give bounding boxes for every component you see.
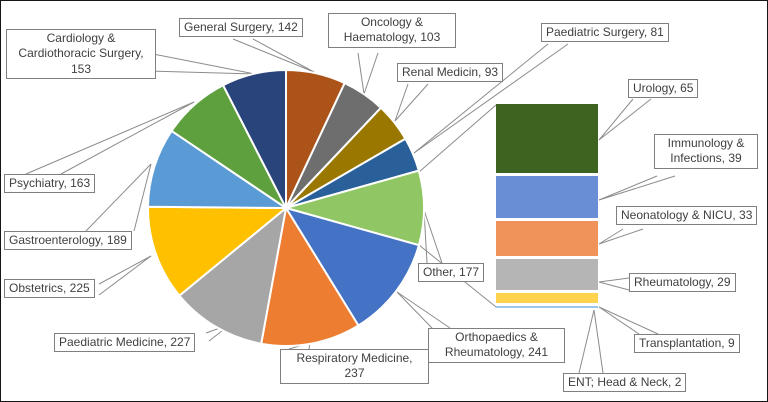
callout-renal-medicin: Renal Medicin, 93 xyxy=(397,63,504,83)
callout-paediatric-surgery: Paediatric Surgery, 81 xyxy=(541,23,669,43)
callout-respiratory-medicine: Respiratory Medicine, 237 xyxy=(280,349,429,384)
callout-urology: Urology, 65 xyxy=(628,79,699,99)
pie-slice-gastroenterology xyxy=(146,129,290,210)
pie-slice-orthopaedics-rheumatology xyxy=(283,206,421,327)
callout-general-surgery: General Surgery, 142 xyxy=(179,18,303,38)
callout-psychiatry: Psychiatry, 163 xyxy=(4,174,96,194)
other-breakdown-bar xyxy=(496,104,598,308)
series-line-top xyxy=(418,104,497,173)
callout-rheumatology: Rheumatology, 29 xyxy=(629,273,736,293)
pie-slice-respiratory-medicine xyxy=(260,205,360,347)
callout-gastroenterology: Gastroenterology, 189 xyxy=(4,231,132,251)
bar-segment-rheumatology xyxy=(496,259,598,291)
pie-slice-obstetrics xyxy=(146,205,289,298)
bar-segment-ent-head-neck xyxy=(496,305,598,308)
pie-slice-cardiology-cardiothoracic-surgery xyxy=(221,68,287,209)
callout-neonatology-nicu: Neonatology & NICU, 33 xyxy=(616,206,758,226)
callout-obstetrics: Obstetrics, 225 xyxy=(4,279,95,299)
callout-ent-head-neck: ENT; Head & Neck, 2 xyxy=(563,373,687,393)
callout-immunology-infections: Immunology & Infections, 39 xyxy=(654,134,758,169)
bar-segment-neonatology-nicu xyxy=(496,221,598,257)
callout-paediatric-medicine: Paediatric Medicine, 227 xyxy=(54,333,196,353)
callout-orthopaedics-rheumatology: Orthopaedics & Rheumatology, 241 xyxy=(428,328,565,363)
bar-segment-transplantation xyxy=(496,293,598,303)
bar-segment-immunology-infections xyxy=(496,176,598,219)
bar-segment-urology xyxy=(496,104,598,174)
callout-cardiology: Cardiology & Cardiothoracic Surgery, 153 xyxy=(6,29,156,80)
callout-other: Other, 177 xyxy=(418,263,485,283)
callout-transplantation: Transplantation, 9 xyxy=(634,334,740,354)
pie-slice-paediatric-medicine xyxy=(177,205,288,345)
callout-oncology-haematology: Oncology & Haematology, 103 xyxy=(328,13,456,48)
